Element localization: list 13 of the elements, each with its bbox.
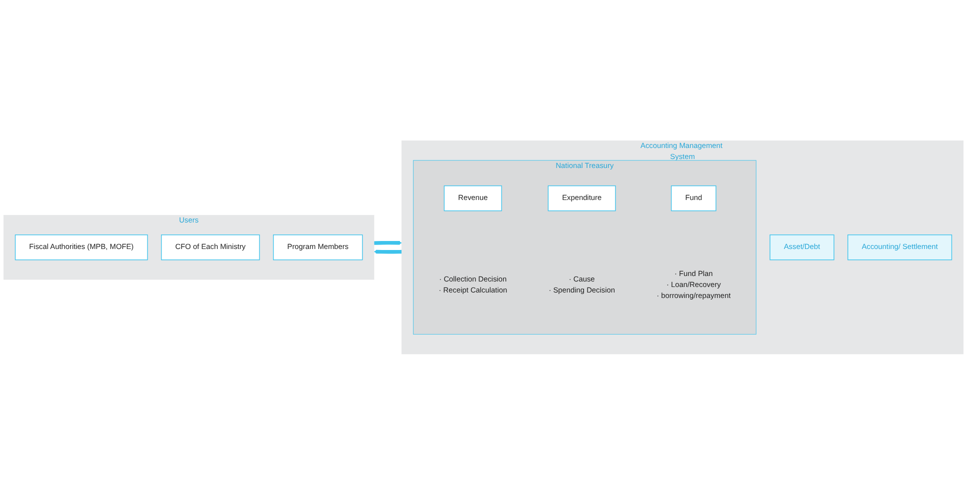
cluster [413, 160, 756, 335]
cluster [402, 140, 964, 354]
node-box [670, 186, 716, 212]
node-box [161, 234, 260, 260]
node-box [847, 234, 952, 260]
node-box [444, 186, 502, 212]
node-box [273, 234, 363, 260]
arrow [374, 241, 402, 246]
arrow [374, 250, 402, 254]
node-box [548, 186, 616, 212]
cluster [3, 215, 374, 280]
node-box [14, 234, 148, 260]
node-box [770, 234, 834, 260]
